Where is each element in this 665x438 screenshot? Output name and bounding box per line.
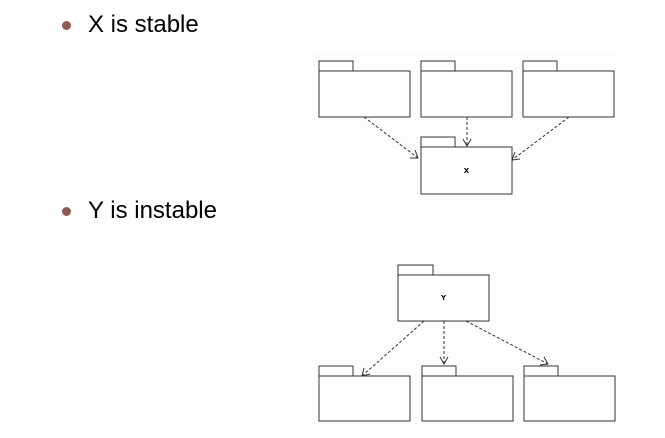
instable-dependency-diagram: Y — [312, 255, 618, 425]
bullet-dot — [62, 20, 71, 30]
dependency-arrow — [363, 116, 419, 159]
bullet-item-stable: X is stable — [62, 10, 199, 40]
package-bottom-center — [421, 365, 514, 422]
package-top-left — [318, 60, 411, 118]
dependency-arrow — [462, 117, 472, 148]
package-bottom-right — [523, 365, 616, 422]
package-x-label: X — [464, 167, 470, 175]
bullet-dot — [62, 206, 71, 216]
package-y: Y — [397, 264, 490, 322]
bullet-item-instable: Y is instable — [62, 196, 217, 226]
dependency-arrow — [465, 320, 549, 366]
dependency-arrow — [511, 116, 570, 161]
dependency-arrow — [361, 320, 425, 377]
package-bottom-left — [318, 365, 411, 422]
package-top-center — [420, 60, 513, 118]
stable-dependency-diagram: X — [312, 52, 618, 200]
bullet-text: X is stable — [88, 11, 199, 38]
package-top-right — [522, 60, 615, 118]
package-x: X — [420, 136, 513, 195]
dependency-arrow — [439, 321, 449, 366]
package-y-label: Y — [440, 294, 447, 302]
bullet-text: Y is instable — [88, 197, 217, 224]
